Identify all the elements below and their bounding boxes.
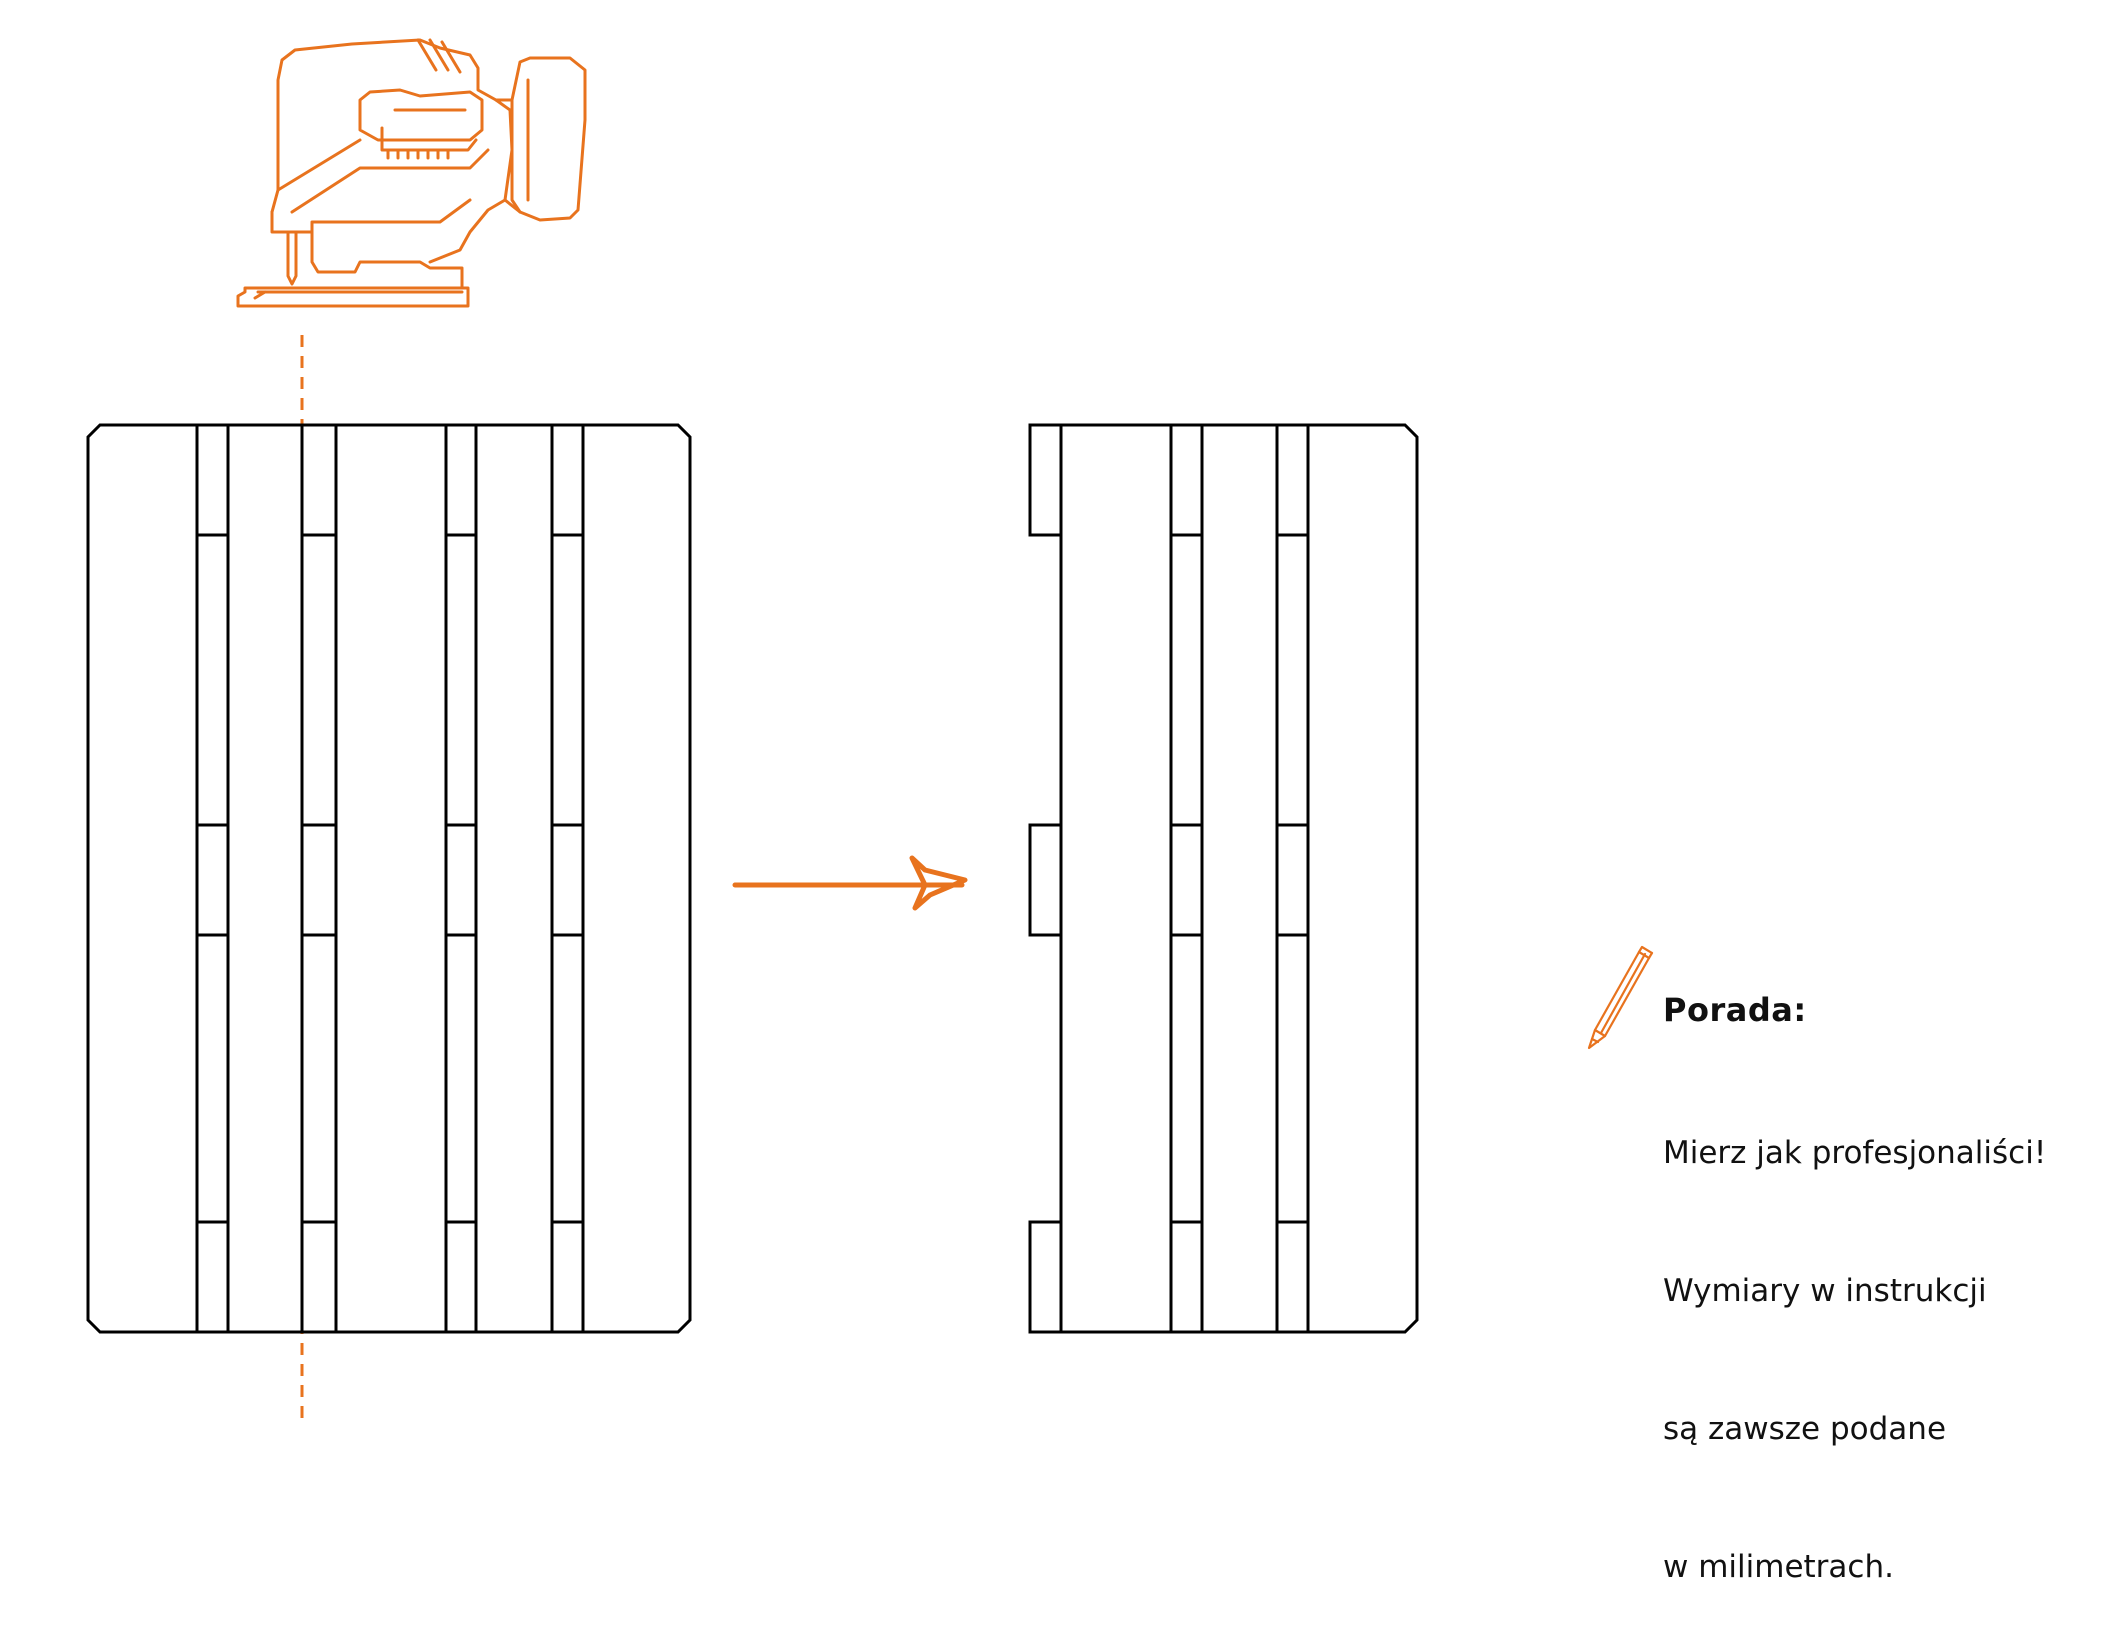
tip-line: w milimetrach. (1663, 1549, 1894, 1585)
tip-line: Mierz jak profesjonaliści! (1663, 1135, 2047, 1171)
tip-line: Wymiary w instrukcji (1663, 1273, 1987, 1309)
jigsaw-icon (236, 38, 587, 308)
pallet-after (1028, 423, 1419, 1334)
tip-heading: Porada: (1663, 991, 1807, 1029)
arrow-right-icon (732, 855, 968, 911)
pallet-before (86, 423, 692, 1334)
pallet-cutting-diagram (86, 38, 1419, 1425)
pencil-icon (1587, 945, 1654, 1050)
tip-body: Mierz jak profesjonaliści! Wymiary w ins… (1663, 1038, 2046, 1636)
tip-line: są zawsze podane (1663, 1411, 1947, 1447)
